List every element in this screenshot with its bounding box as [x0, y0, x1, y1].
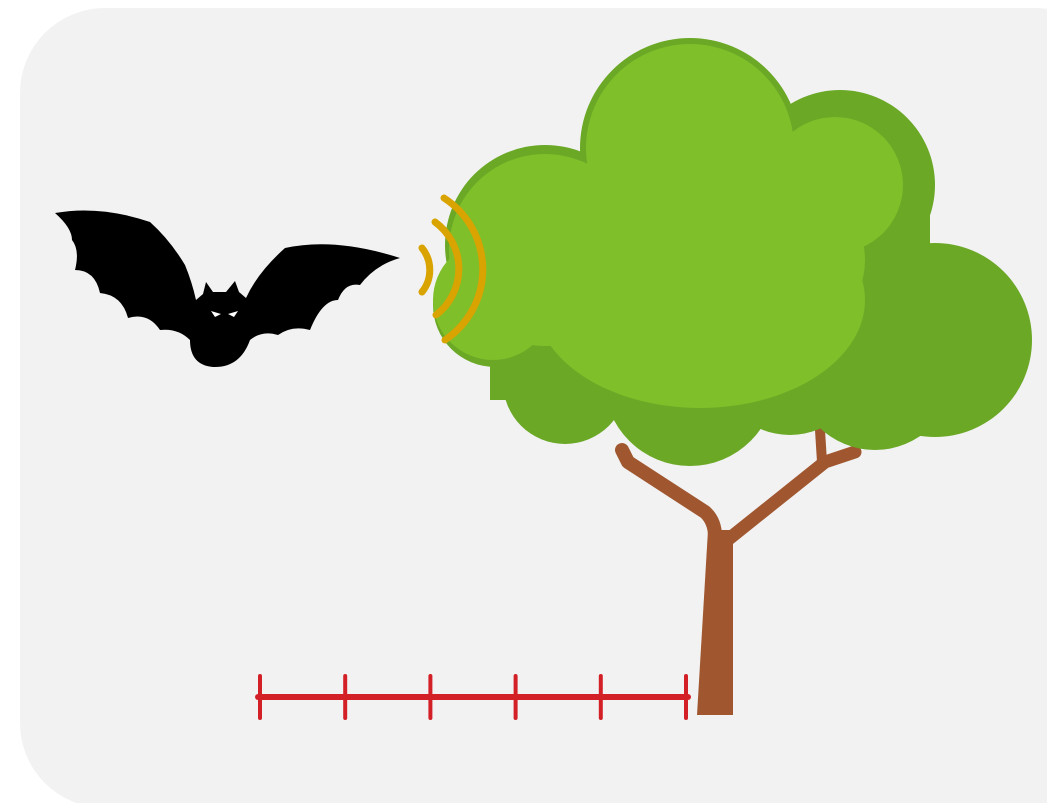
echolocation-diagram — [0, 0, 1047, 803]
